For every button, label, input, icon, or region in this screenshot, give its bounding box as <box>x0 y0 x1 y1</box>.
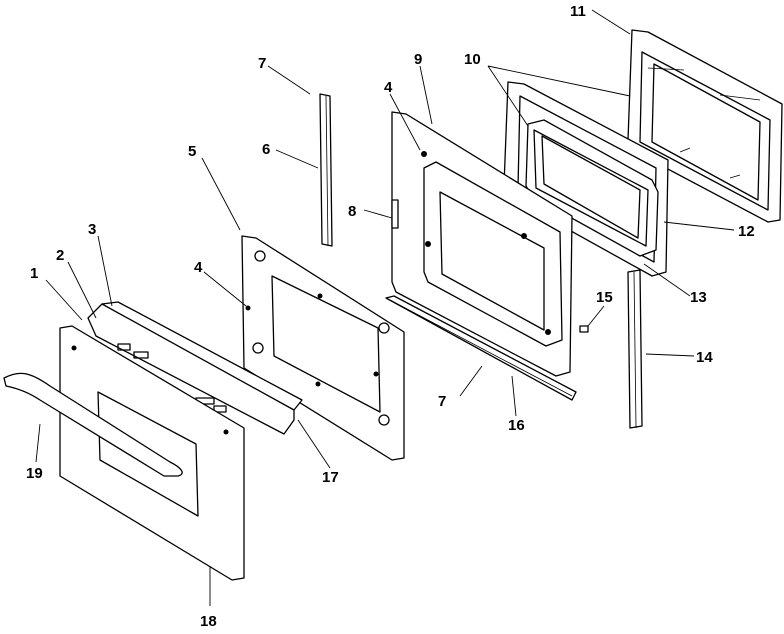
callout-3: 3 <box>88 221 96 238</box>
callout-1: 1 <box>30 265 38 282</box>
callout-labels: 1 2 3 4 5 7 6 8 4 9 10 11 12 13 14 15 16… <box>26 3 755 630</box>
part-19-handle <box>3 372 183 477</box>
callout-8: 8 <box>348 203 356 220</box>
callout-5: 5 <box>188 143 196 160</box>
part-16-bottom-rail <box>385 295 577 401</box>
callout-15: 15 <box>596 289 613 306</box>
callout-4a: 4 <box>194 259 203 276</box>
callout-16: 16 <box>508 417 525 434</box>
callout-17: 17 <box>322 469 339 486</box>
callout-14: 14 <box>696 349 713 366</box>
callout-10: 10 <box>464 51 481 68</box>
callout-11: 11 <box>570 3 586 20</box>
part-5-glass-panel <box>241 235 405 461</box>
callout-19: 19 <box>26 465 43 482</box>
callout-7b: 7 <box>438 393 446 410</box>
part-15-screw <box>579 325 589 333</box>
callout-13: 13 <box>690 289 707 306</box>
callout-12: 12 <box>738 223 755 240</box>
callout-9: 9 <box>414 51 422 68</box>
part-6-side-bracket <box>319 93 333 247</box>
part-3-control-channel <box>87 301 303 435</box>
callout-6: 6 <box>262 141 270 158</box>
part-9-inner-liner <box>391 111 573 377</box>
callout-7a: 7 <box>258 55 266 72</box>
part-8-clip <box>391 199 399 229</box>
callout-2: 2 <box>56 247 64 264</box>
callout-4b: 4 <box>384 79 393 96</box>
part-14-side-bracket <box>627 269 643 429</box>
leader-lines <box>35 9 735 606</box>
callout-18: 18 <box>200 613 217 630</box>
